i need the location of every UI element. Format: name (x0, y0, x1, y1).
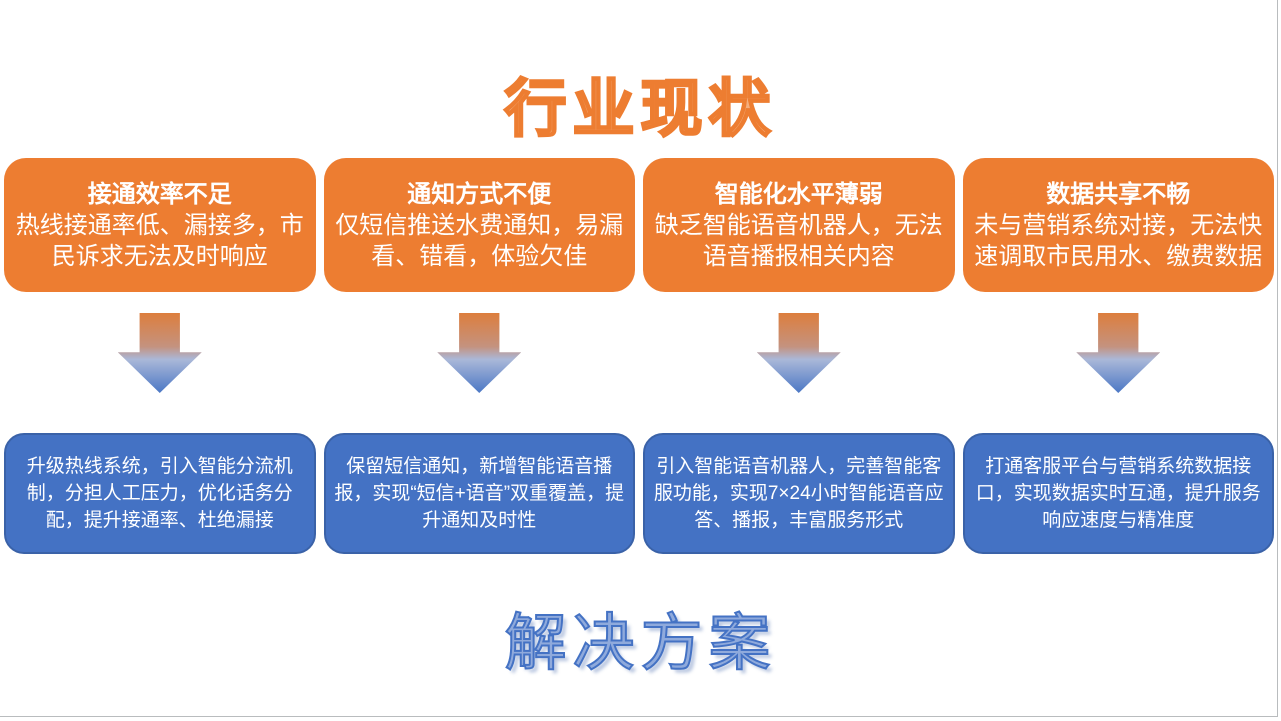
slide-bottom-edge-line (0, 716, 1278, 717)
problem-body: 热线接通率低、漏接多，市民诉求无法及时响应 (15, 211, 304, 270)
problem-box-notification-method: 通知方式不便 仅短信推送水费通知，易漏看、错看，体验欠佳 (323, 158, 635, 292)
arrow-cell (4, 313, 316, 393)
solution-box-data-integration: 打通客服平台与营销系统数据接口，实现数据实时互通，提升服务响应速度与精准度 (962, 433, 1274, 554)
slide-right-edge-line (1277, 0, 1278, 717)
industry-status-title: 行业现状 (503, 74, 777, 146)
arrow-cell (963, 313, 1275, 393)
down-arrow-icon (756, 313, 841, 393)
solutions-row: 升级热线系统，引入智能分流机制，分担人工压力，优化话务分配，提升接通率、杜绝漏接… (4, 433, 1274, 554)
arrow-cell (643, 313, 955, 393)
solution-box-hotline-upgrade: 升级热线系统，引入智能分流机制，分担人工压力，优化话务分配，提升接通率、杜绝漏接 (4, 433, 316, 554)
problem-body: 未与营销系统对接，无法快速调取市民用水、缴费数据 (974, 211, 1263, 270)
arrows-row (4, 313, 1274, 393)
problem-title: 数据共享不畅 (1046, 180, 1191, 208)
problem-title: 智能化水平薄弱 (714, 180, 883, 208)
problem-box-data-sharing: 数据共享不畅 未与营销系统对接，无法快速调取市民用水、缴费数据 (962, 158, 1274, 292)
down-arrow-icon (117, 313, 202, 393)
problem-box-connection-efficiency: 接通效率不足 热线接通率低、漏接多，市民诉求无法及时响应 (4, 158, 316, 292)
solution-box-voice-robot: 引入智能语音机器人，完善智能客服功能，实现7×24小时智能语音应答、播报，丰富服… (643, 433, 955, 554)
problem-box-intelligence-level: 智能化水平薄弱 缺乏智能语音机器人，无法语音播报相关内容 (643, 158, 955, 292)
down-arrow-icon (1076, 313, 1161, 393)
solution-box-sms-plus-voice: 保留短信通知，新增智能语音播报，实现“短信+语音”双重覆盖，提升通知及时性 (323, 433, 635, 554)
arrow-cell (324, 313, 636, 393)
solution-title: 解决方案 (503, 608, 777, 679)
problem-title: 接通效率不足 (87, 180, 232, 208)
problem-body: 缺乏智能语音机器人，无法语音播报相关内容 (654, 211, 943, 270)
problems-row: 接通效率不足 热线接通率低、漏接多，市民诉求无法及时响应 通知方式不便 仅短信推… (4, 158, 1274, 292)
down-arrow-icon (437, 313, 522, 393)
problem-title: 通知方式不便 (407, 180, 552, 208)
problem-body: 仅短信推送水费通知，易漏看、错看，体验欠佳 (335, 211, 624, 270)
